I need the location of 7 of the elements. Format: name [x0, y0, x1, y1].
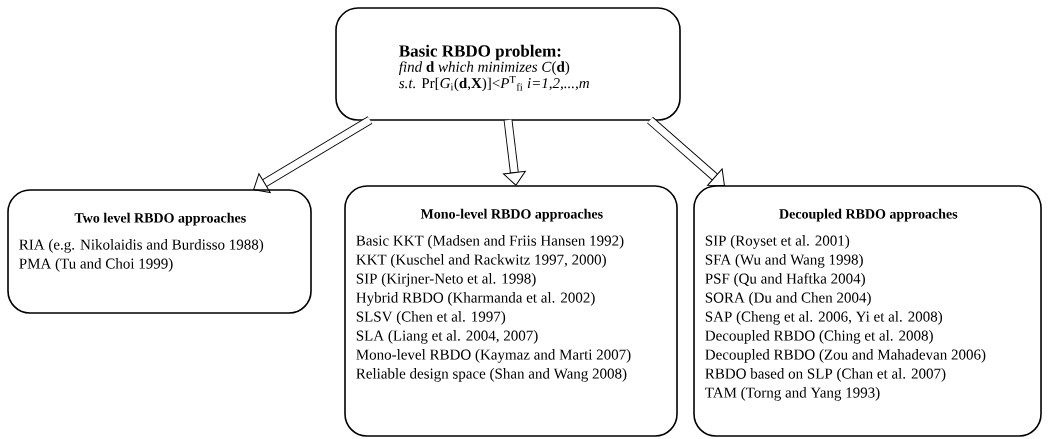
block-arrow	[502, 119, 526, 186]
rounded-box: Two level RBDO approaches RIA (e.g. Nikolaidis and Burdisso 1988) PMA (Tu and Choi 1999)	[7, 189, 312, 314]
rounded-box: Mono-level RBDO approaches Basic KKT (Madsen and Friis Hansen 1992) KKT (Kuschel and Rackwitz 1997, 2000) SIP (Kirjner-Neto et al. 1998) Hybrid RBDO (Kharmanda et al. 2002) SLSV (Chen et al. 1997) SLA (Liang et al. 2004, 2007) Mono-level RBDO (Kaymaz and Marti 2007) Reliable design space (Shan and Wang 2008)	[344, 185, 678, 437]
rounded-box: Basic RBDO problem: find d which minimizes C(d) s.t. Pr[G$_{i}$(d,X)]<P$^{T}$$_{fi}$ i=1,2,...,m	[335, 7, 681, 121]
rounded-box: Decoupled RBDO approaches SIP (Royset et al. 2001) SFA (Wu and Wang 1998) PSF (Qu and Haftka 2004) SORA (Du and Chen 2004) SAP (Cheng et al. 2006, Yi et al. 2008) Decoupled RBDO (Ching et al. 2008) Decoupled RBDO (Zou and Mahadevan 2006) RBDO based on SLP (Chan et al. 2007) TAM (Torng and Yang 1993)	[693, 185, 1042, 437]
block-arrow	[253, 116, 373, 193]
block-arrow	[647, 116, 725, 186]
